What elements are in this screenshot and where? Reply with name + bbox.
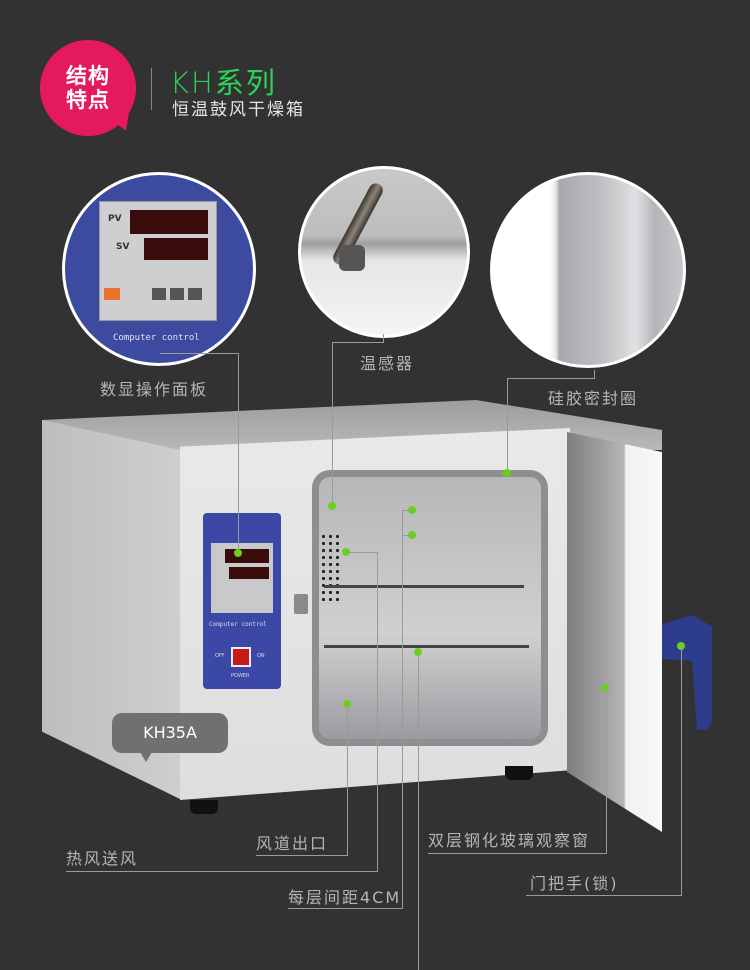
model-badge-tail [140,752,152,762]
leader-line [238,353,239,553]
leader-line [418,652,419,970]
leader-line [377,552,378,871]
leader-line [507,378,508,473]
oven-door [567,432,662,832]
callout-door-handle: 门把手(锁) [530,874,619,893]
fan-vent [320,533,342,603]
shift-button [152,288,166,300]
up-button [188,288,202,300]
controller-face: PV SV [99,201,217,321]
leader-line [594,370,595,378]
leader-line [332,342,333,510]
callout-shelf-spacing: 每层间距4CM [288,888,402,907]
pv-display [130,210,208,234]
callout-dot [408,506,416,514]
oven-chamber [312,470,548,746]
sensor-nut [339,245,365,271]
callout-dot [601,684,609,692]
callout-double-glass: 双层钢化玻璃观察窗 [428,831,591,850]
product-subtitle: 恒温鼓风干燥箱 [172,100,305,120]
shelf-rack-1 [324,585,524,588]
model-badge: KH35A [112,713,228,753]
callout-silicone-seal: 硅胶密封圈 [548,389,639,408]
door-handle [662,615,712,730]
pv-display-small [225,549,269,563]
callout-dot [503,469,511,477]
series-title: KH系列 [170,66,277,100]
leader-line [402,535,412,536]
door-latch [294,594,308,614]
shelf-rack-2 [324,645,529,648]
off-label: OFF [215,653,225,659]
badge-line-1: 结构 [66,64,110,88]
feature-badge: 结构 特点 [40,40,136,136]
leader-line [66,871,378,872]
callout-dot [234,549,242,557]
callout-air-outlet: 风道出口 [256,834,329,853]
leader-line [526,895,682,896]
leader-line [402,510,403,908]
sv-display-small [229,567,269,579]
leader-line [160,353,238,354]
leader-line [606,688,607,853]
callout-dot [408,531,416,539]
control-panel: Computer control OFF ON POWER [203,513,281,689]
power-switch [231,647,251,667]
callout-display-panel: 数显操作面板 [100,380,209,399]
power-label: POWER [231,673,250,679]
silicone-seal-closeup [490,172,686,368]
oven-foot [190,800,218,814]
oven-foot [505,766,533,780]
set-button [104,288,120,300]
down-button [170,288,184,300]
temp-sensor-closeup [298,166,470,338]
panel-controller [211,543,273,613]
leader-line [288,908,403,909]
leader-line [346,552,378,553]
sv-display [144,238,208,260]
leader-line [507,378,595,379]
header-divider [151,68,152,110]
callout-hot-air: 热风送风 [66,849,139,868]
callout-temp-sensor: 温感器 [360,354,415,373]
panel-caption: Computer control [209,621,267,628]
on-label: ON [257,653,265,659]
callout-dot [328,502,336,510]
leader-line [347,704,348,855]
leader-line [256,855,348,856]
control-panel-closeup: PV SV Computer control [62,172,256,366]
leader-line [383,334,384,342]
computer-control-caption: Computer control [113,333,200,343]
leader-line [332,342,384,343]
leader-line [681,646,682,895]
leader-line [428,853,607,854]
badge-line-2: 特点 [66,88,110,112]
leader-line [402,510,412,511]
